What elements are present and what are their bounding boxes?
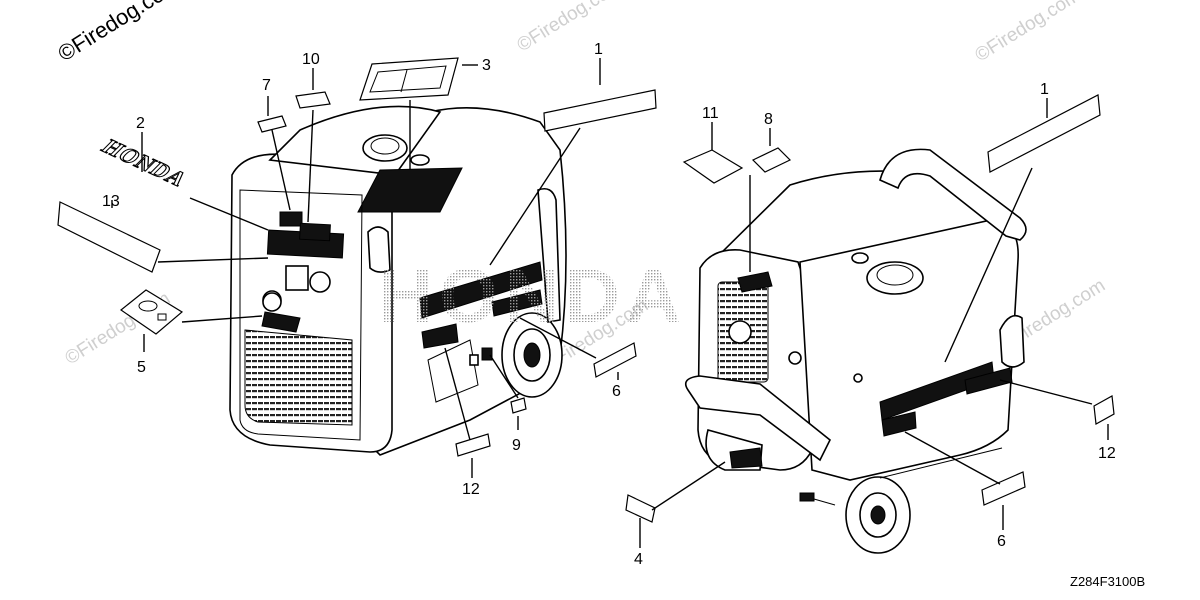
decal-6-left: [593, 342, 637, 378]
callout-6-right: 6: [997, 533, 1006, 550]
decal-13: [57, 201, 161, 273]
brand-watermark: HONDA: [378, 254, 687, 339]
honda-emblem: HONDA: [96, 135, 193, 190]
callout-9: 9: [512, 437, 521, 454]
callout-5: 5: [137, 359, 146, 376]
decal-12-right: [1093, 395, 1115, 425]
decal-1-right: [987, 94, 1101, 173]
decal-5: [119, 289, 184, 335]
decal-3: [359, 57, 459, 101]
callout-1-right: 1: [1040, 81, 1049, 98]
decal-10: [295, 91, 331, 109]
decal-7: [257, 115, 287, 133]
callout-7: 7: [262, 77, 271, 94]
generator-front-view: [229, 105, 567, 456]
callout-8: 8: [764, 111, 773, 128]
leader-lines: [111, 58, 1109, 548]
callout-12-left: 12: [462, 481, 480, 498]
callout-12-right: 12: [1098, 445, 1116, 462]
decal-4: [625, 494, 656, 523]
decal-6-right: [981, 471, 1026, 506]
callout-10: 10: [302, 51, 320, 68]
callout-2: 2: [136, 115, 145, 132]
decal-9: [510, 397, 527, 414]
callout-11: 11: [702, 105, 719, 122]
decal-1-left: [543, 89, 657, 132]
watermark-main: ©Firedog.com: [53, 0, 184, 66]
callout-13: 13: [102, 193, 120, 210]
callout-3: 3: [482, 57, 491, 74]
watermark-faint: ©Firedog.com: [514, 0, 627, 56]
decal-11: [682, 149, 744, 184]
callout-6-left: 6: [612, 383, 621, 400]
callout-4: 4: [634, 551, 643, 568]
diagram-code: Z284F3100B: [1070, 574, 1145, 589]
watermark-faint: ©Firedog.com: [972, 0, 1085, 66]
generator-rear-view: [684, 148, 1027, 554]
decal-8: [751, 147, 792, 173]
decal-12-left: [455, 433, 491, 457]
callout-1-left: 1: [594, 41, 603, 58]
